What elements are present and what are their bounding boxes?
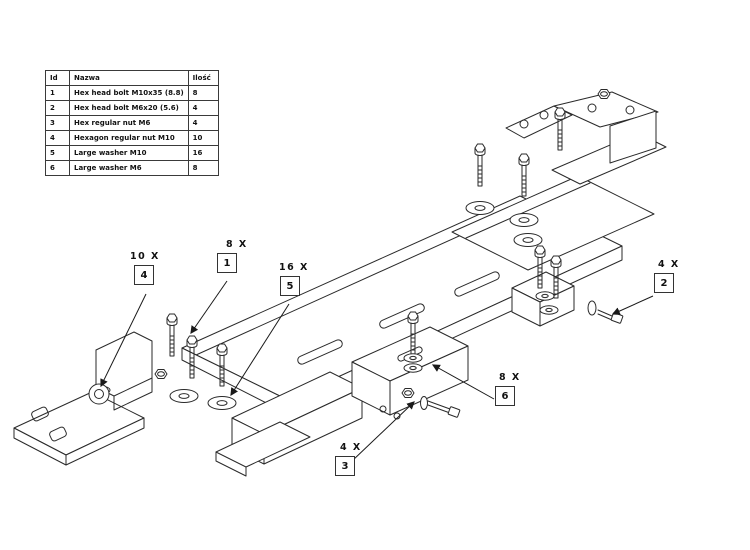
callout-1-qty: 8 X (226, 239, 248, 250)
callout-2-qty: 4 X (658, 259, 680, 270)
cell-id: 6 (45, 160, 70, 176)
leader-callout-2 (611, 295, 654, 315)
cell-name: Hex head bolt M10x35 (8.8) (69, 85, 189, 101)
callout-6-qty: 8 X (499, 372, 521, 383)
cell-id: 1 (45, 85, 70, 101)
callout-3: 4 X 3 (333, 442, 362, 476)
cell-name: Hex head bolt M6x20 (5.6) (69, 100, 189, 116)
callout-3-ref: 3 (335, 456, 355, 476)
callout-2: 4 X 2 (652, 259, 680, 293)
callout-6: 8 X 6 (493, 372, 521, 406)
leader-lines (100, 280, 654, 462)
callout-5: 16 X 5 (277, 262, 309, 296)
cell-name: Hexagon regular nut M10 (69, 130, 189, 146)
callout-5-qty: 16 X (279, 262, 309, 273)
cell-qty: 8 (187, 160, 219, 176)
leader-callout-4 (100, 293, 147, 388)
callout-1-ref: 1 (217, 253, 237, 273)
table-row: 2 Hex head bolt M6x20 (5.6) 4 (45, 100, 219, 116)
table-row: 6 Large washer M6 8 (45, 160, 219, 176)
side-bolt (587, 300, 624, 324)
col-header-name: Nazwa (69, 70, 189, 86)
cell-id: 4 (45, 130, 70, 146)
callout-2-ref: 2 (654, 273, 674, 293)
table-row: 4 Hexagon regular nut M10 10 (45, 130, 219, 146)
table-row: 1 Hex head bolt M10x35 (8.8) 8 (45, 85, 219, 101)
left-plate (13, 391, 145, 466)
cell-name: Hex regular nut M6 (69, 115, 189, 131)
leader-callout-1 (190, 280, 228, 334)
table-row: 5 Large washer M10 16 (45, 145, 219, 161)
leader-callout-6 (431, 364, 495, 400)
right-middle-bracket (511, 245, 575, 327)
leader-callout-5 (230, 303, 290, 397)
callout-3-qty: 4 X (340, 442, 362, 453)
cell-name: Large washer M6 (69, 160, 189, 176)
table-header-row: Id Nazwa Ilość (45, 70, 219, 86)
table-row: 3 Hex regular nut M6 4 (45, 115, 219, 131)
left-bracket (88, 331, 153, 411)
cell-qty: 16 (187, 145, 219, 161)
callout-4: 10 X 4 (128, 251, 160, 285)
callout-4-qty: 10 X (130, 251, 160, 262)
cell-id: 3 (45, 115, 70, 131)
cell-qty: 10 (187, 130, 219, 146)
parts-table: Id Nazwa Ilość 1 Hex head bolt M10x35 (8… (45, 70, 219, 176)
callout-1: 8 X 1 (217, 239, 248, 273)
callout-4-ref: 4 (134, 265, 154, 285)
callout-6-ref: 6 (495, 386, 515, 406)
cell-name: Large washer M10 (69, 145, 189, 161)
cell-id: 5 (45, 145, 70, 161)
middle-bracket (351, 311, 469, 420)
cell-qty: 4 (187, 115, 219, 131)
callout-5-ref: 5 (280, 276, 300, 296)
leader-callout-3 (351, 401, 415, 462)
cell-qty: 4 (187, 100, 219, 116)
col-header-id: Id (45, 70, 70, 86)
top-right-bracket (505, 89, 659, 164)
cell-id: 2 (45, 100, 70, 116)
cell-qty: 8 (187, 85, 219, 101)
col-header-qty: Ilość (187, 70, 219, 86)
